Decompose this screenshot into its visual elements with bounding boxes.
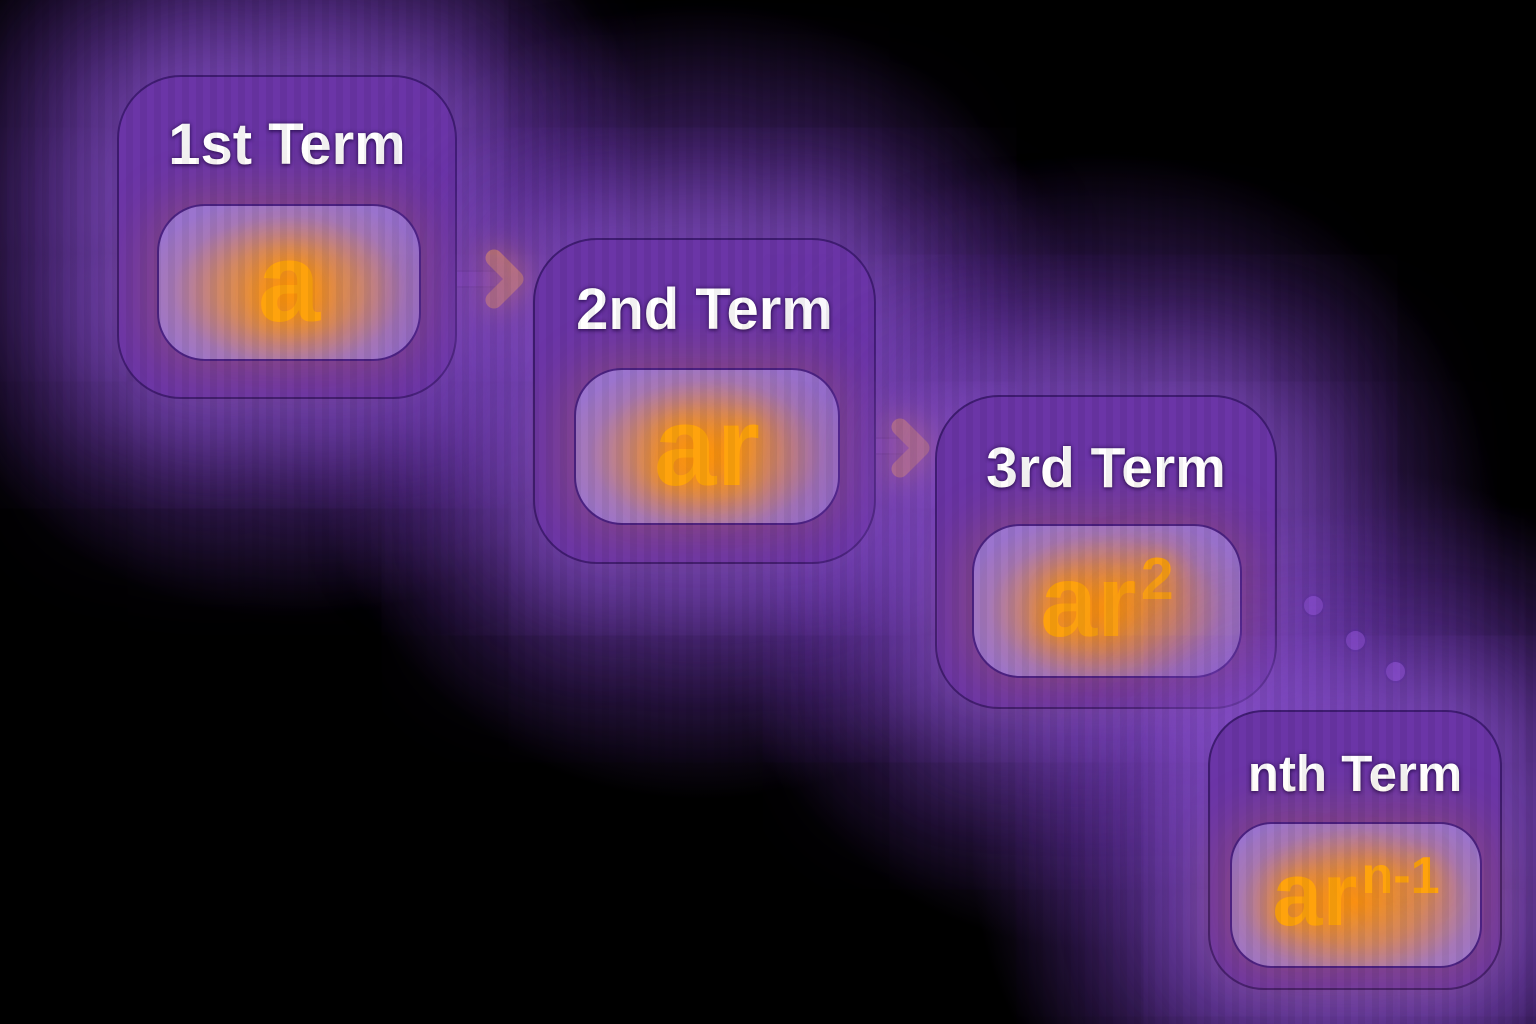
- term-formula-base-1: a: [257, 219, 321, 345]
- term-formula-exponent-3: 2: [1140, 545, 1174, 613]
- arrow-stem-2: [869, 437, 909, 455]
- chevron-right-icon-1: [485, 249, 524, 309]
- ellipsis-dot-1: [1302, 594, 1325, 617]
- ellipsis-dot-2: [1344, 629, 1367, 652]
- arrow-stem-1: [450, 270, 496, 288]
- term-title-1: 1st Term: [168, 112, 406, 177]
- term-box-2: 2nd Term ar: [533, 238, 876, 564]
- term-formula-2: ar: [654, 390, 760, 503]
- term-formula-box-2: ar: [574, 368, 840, 525]
- term-formula-1: a: [258, 226, 320, 339]
- term-box-n: nth Term arn-1: [1208, 710, 1502, 990]
- term-formula-box-n: arn-1: [1230, 822, 1482, 968]
- term-title-2: 2nd Term: [576, 277, 833, 342]
- term-formula-3: ar2: [1040, 545, 1174, 652]
- chevron-right-icon-2: [891, 418, 930, 478]
- term-formula-box-1: a: [157, 204, 421, 361]
- term-title-3: 3rd Term: [986, 436, 1226, 500]
- term-formula-base-2: ar: [654, 383, 760, 509]
- ellipsis-dot-3: [1384, 660, 1407, 683]
- term-box-1: 1st Term a: [117, 75, 457, 399]
- term-formula-base-3: ar: [1040, 544, 1137, 658]
- term-formula-base-n: ar: [1272, 845, 1358, 945]
- term-formula-exponent-n: n-1: [1361, 846, 1440, 905]
- term-box-3: 3rd Term ar2: [935, 395, 1277, 709]
- term-title-n: nth Term: [1247, 745, 1463, 802]
- term-formula-n: arn-1: [1272, 846, 1440, 940]
- term-formula-box-3: ar2: [972, 524, 1242, 678]
